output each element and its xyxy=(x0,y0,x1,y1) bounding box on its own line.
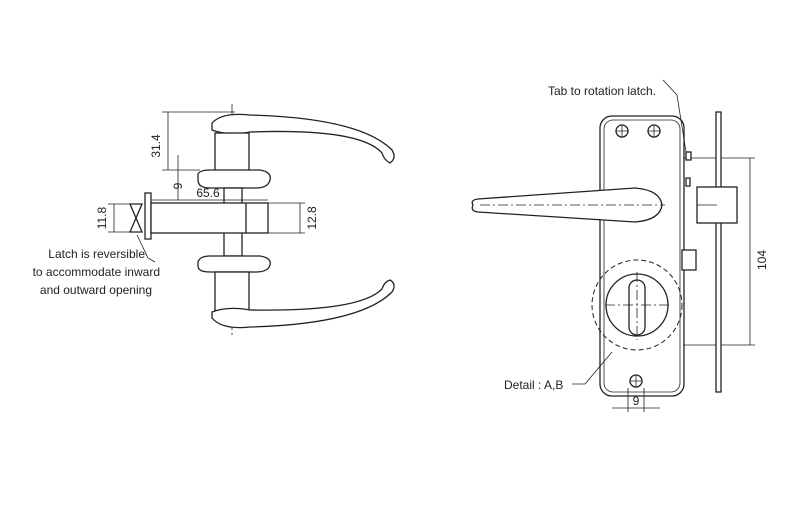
dim-11-8: 11.8 xyxy=(95,206,109,229)
upper-rose xyxy=(214,132,250,174)
screw-icon xyxy=(615,124,661,388)
tab-callout: Tab to rotation latch. xyxy=(548,84,656,98)
upper-flange xyxy=(197,169,271,189)
dim-104: 104 xyxy=(755,250,769,270)
note-line-1: Latch is reversible xyxy=(48,247,145,261)
note-line-2: to accommodate inward xyxy=(33,265,160,279)
upper-lever xyxy=(211,113,395,164)
mechanism xyxy=(681,249,697,271)
latch-faceplate xyxy=(144,192,152,240)
lower-rose xyxy=(214,271,250,313)
lower-flange xyxy=(197,255,271,273)
mortise-lock-front-view: Tab to rotation latch. Detail : A,B 104 … xyxy=(471,79,769,412)
lever-lock-side-view: 31.4 9 65.6 11.8 12.8 Latch is reversibl… xyxy=(33,104,395,338)
lower-lever xyxy=(211,279,395,329)
latch-bolt xyxy=(129,203,143,233)
latch-body xyxy=(150,202,269,234)
detail-leader xyxy=(572,351,613,385)
tab-leader xyxy=(662,79,687,153)
forend-plate xyxy=(715,111,722,393)
dim-9-left: 9 xyxy=(171,182,185,189)
note-leader xyxy=(136,234,156,263)
rotation-tab xyxy=(685,151,692,161)
dim-65-6: 65.6 xyxy=(196,186,220,200)
dim-9-right: 9 xyxy=(633,394,640,408)
dim-31-4: 31.4 xyxy=(149,134,163,158)
detail-circle xyxy=(591,259,683,351)
dim-12-8: 12.8 xyxy=(305,206,319,230)
escutcheon-plate xyxy=(599,115,685,397)
detail-callout: Detail : A,B xyxy=(504,378,563,392)
note-line-3: and outward opening xyxy=(40,283,152,297)
